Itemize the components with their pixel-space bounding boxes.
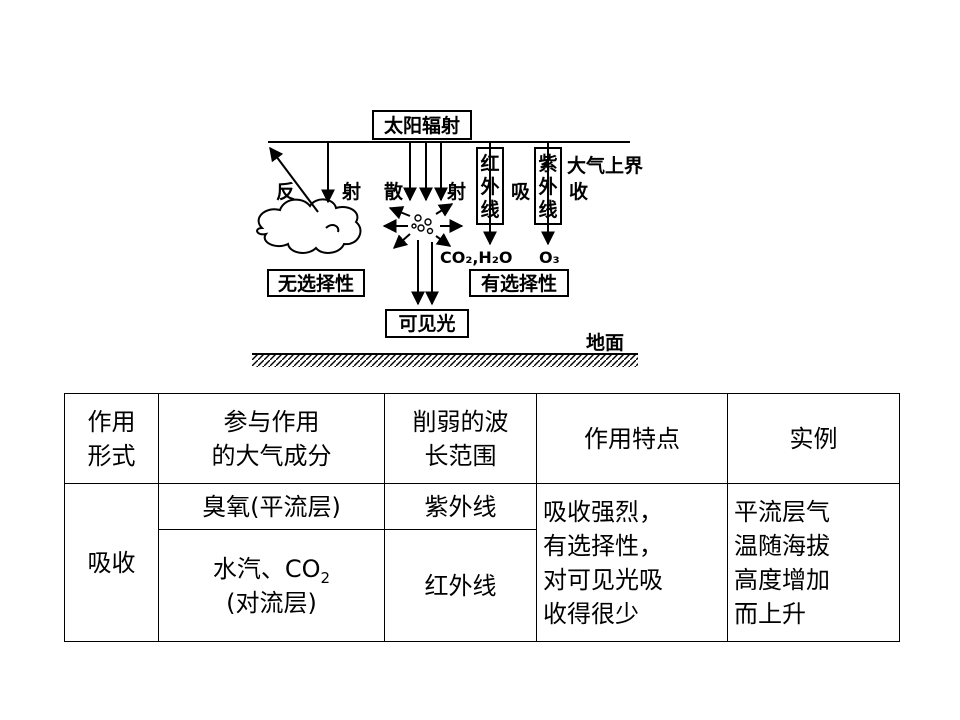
selective-box xyxy=(469,269,569,297)
visible-light-label: 可见光 xyxy=(398,312,455,335)
absorb-label-1: 吸 xyxy=(511,181,531,203)
ground-label: 地面 xyxy=(586,331,624,354)
scatter-out-dr xyxy=(435,232,452,247)
feature-cell: 吸收强烈， 有选择性， 对可见光吸 收得很少 xyxy=(536,483,728,642)
infrared-cell: 红外线 xyxy=(384,529,537,642)
feature-line-1: 吸收强烈， xyxy=(543,497,663,526)
feature-line-3: 对可见光吸 xyxy=(543,565,663,594)
scatter-out-ur xyxy=(435,203,454,217)
visible-light-box xyxy=(385,309,469,338)
example-line-2: 温随海拔 xyxy=(734,531,830,560)
header-wavelength: 削弱的波 长范围 xyxy=(384,393,537,484)
atmosphere-weakening-diagram: 太阳辐射 反 射 散 射 红 外 线 吸 紫 外 线 收 大气上界 CO₂,H₂… xyxy=(252,110,643,367)
reflection-label-1: 反 xyxy=(276,181,295,203)
form-cell: 吸收 xyxy=(64,483,159,642)
scattering-particle-icon xyxy=(411,214,434,235)
header-feature: 作用特点 xyxy=(536,393,728,484)
scatter-out-ul xyxy=(388,206,411,220)
scattering-label-1: 散 xyxy=(384,180,403,203)
ultraviolet-text: 紫外线 xyxy=(424,492,497,521)
upper-atmosphere-label: 大气上界 xyxy=(567,154,643,177)
header-form-line-1: 作用 xyxy=(87,407,136,436)
header-component-line-2: 的大气成分 xyxy=(211,441,332,470)
solar-radiation-box xyxy=(372,110,472,140)
solar-radiation-label: 太阳辐射 xyxy=(384,114,460,137)
non-selective-label: 无选择性 xyxy=(278,272,354,295)
reflection-arrow-up xyxy=(269,146,319,213)
header-component: 参与作用 的大气成分 xyxy=(158,393,385,484)
header-form-line-2: 形式 xyxy=(87,441,136,470)
header-example: 实例 xyxy=(727,393,900,484)
cloud-shape xyxy=(256,198,362,254)
header-feature-line-1: 作用特点 xyxy=(584,424,680,453)
scatter-out-dl xyxy=(392,233,411,249)
reflection-label-2: 射 xyxy=(341,180,361,203)
absorb-label-2: 收 xyxy=(569,180,588,203)
header-form: 作用 形式 xyxy=(64,393,159,484)
ultraviolet-cell: 紫外线 xyxy=(384,483,537,530)
header-component-line-1: 参与作用 xyxy=(223,407,320,436)
ozone-cell: 臭氧(平流层) xyxy=(158,483,385,530)
table-row: 水汽、CO2 (对流层) 红外线 xyxy=(65,529,900,642)
header-wavelength-line-1: 削弱的波 xyxy=(412,407,509,436)
selective-label: 有选择性 xyxy=(481,272,557,295)
infrared-text: 红外线 xyxy=(424,571,497,600)
water-vapor-text: 水汽、CO xyxy=(212,554,321,583)
table-row: 吸收 臭氧(平流层) 紫外线 吸收强烈， 有选择性， 对可见光吸 收得很少 平流… xyxy=(64,483,900,642)
atmosphere-absorption-table: 作用 形式 参与作用 的大气成分 削弱的波 长范围 作用特点 实例 吸收 臭氧(… xyxy=(64,393,900,642)
ozone-text: 臭氧(平流层) xyxy=(202,492,341,521)
example-cell: 平流层气 温随海拔 高度增加 而上升 xyxy=(727,483,900,642)
water-vapor-cell: 水汽、CO2 (对流层) xyxy=(158,529,385,642)
scattering-label-2: 射 xyxy=(446,180,466,203)
o3-label: O₃ xyxy=(539,248,560,267)
feature-line-4: 收得很少 xyxy=(543,599,639,628)
example-line-4: 而上升 xyxy=(734,599,806,628)
header-example-line-1: 实例 xyxy=(789,424,838,453)
header-wavelength-line-2: 长范围 xyxy=(424,441,497,470)
non-selective-box xyxy=(267,269,365,297)
example-line-3: 高度增加 xyxy=(734,565,830,594)
co2-h2o-label: CO₂,H₂O xyxy=(440,248,512,267)
troposphere-text: (对流层) xyxy=(226,588,317,617)
ground-hatch xyxy=(252,355,638,367)
form-text: 吸收 xyxy=(87,548,136,577)
co2-subscript: 2 xyxy=(320,568,331,587)
cloud-detail xyxy=(325,224,340,233)
example-line-1: 平流层气 xyxy=(734,497,830,526)
table-header-row: 作用 形式 参与作用 的大气成分 削弱的波 长范围 作用特点 实例 xyxy=(64,393,900,484)
feature-line-2: 有选择性， xyxy=(543,531,663,560)
